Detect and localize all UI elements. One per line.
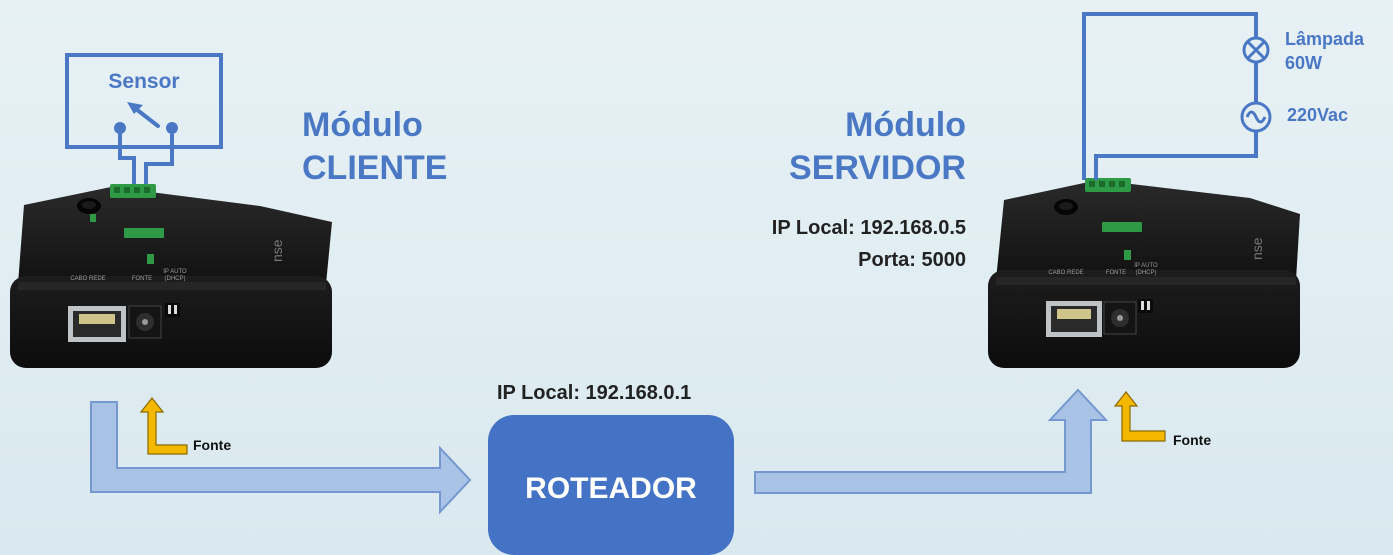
dip-switch <box>165 303 180 317</box>
panel-label-fonte: FONTE <box>132 276 152 282</box>
server-port: Porta: 5000 <box>858 249 966 271</box>
panel-label-cabo: CABO REDE <box>70 276 105 282</box>
dc-jack-icon <box>1103 301 1137 335</box>
dc-jack-icon <box>128 305 162 339</box>
buzzer <box>1054 199 1078 215</box>
terminal-block-small <box>124 228 164 238</box>
panel-label-ipauto: IP AUTO <box>163 269 187 275</box>
load-wires <box>1082 12 1258 180</box>
client-title-line2: CLIENTE <box>302 149 448 187</box>
dip-switch <box>1138 299 1153 313</box>
network-arrow-icon <box>754 388 1109 494</box>
lamp-label-line1: Lâmpada <box>1285 29 1365 49</box>
panel-label-dhcp: (DHCP) <box>1136 270 1157 276</box>
panel-label-dhcp: (DHCP) <box>165 276 186 282</box>
network-arrow-icon <box>90 401 472 515</box>
brand-logo: nse <box>269 239 285 262</box>
client-title-line1: Módulo <box>302 106 423 144</box>
brand-logo: nse <box>1249 237 1265 260</box>
server-title-line1: Módulo <box>845 106 966 144</box>
lamp-label-line2: 60W <box>1285 53 1323 73</box>
router-ip: IP Local: 192.168.0.1 <box>497 382 692 404</box>
sensor-wires <box>118 134 174 186</box>
lamp-icon <box>1242 36 1270 64</box>
sensor-label: Sensor <box>108 70 179 93</box>
power-arrow-icon <box>1113 391 1166 442</box>
client-module: CABO REDE FONTE IP AUTO (DHCP) nse <box>10 184 332 368</box>
power-arrow-icon <box>139 397 188 455</box>
router-label: ROTEADOR <box>525 472 697 505</box>
sensor-box: Sensor <box>65 53 223 149</box>
panel-label-fonte: FONTE <box>1106 270 1126 276</box>
switch-icon <box>114 102 178 134</box>
router-box <box>488 415 734 555</box>
server-module: CABO REDE FONTE IP AUTO (DHCP) nse <box>988 178 1300 368</box>
client-power-label: Fonte <box>193 437 232 453</box>
server-power-label: Fonte <box>1173 432 1212 448</box>
rj45-port-icon <box>1046 301 1102 337</box>
terminal-block-small <box>1102 222 1142 232</box>
rj45-port-icon <box>68 306 126 342</box>
buzzer <box>77 198 101 214</box>
ac-supply-label: 220Vac <box>1287 105 1349 125</box>
ac-source-icon <box>1240 101 1272 133</box>
server-ip: IP Local: 192.168.0.5 <box>771 217 966 239</box>
panel-label-cabo: CABO REDE <box>1048 270 1083 276</box>
server-title-line2: SERVIDOR <box>789 149 966 187</box>
panel-label-ipauto: IP AUTO <box>1134 263 1158 269</box>
